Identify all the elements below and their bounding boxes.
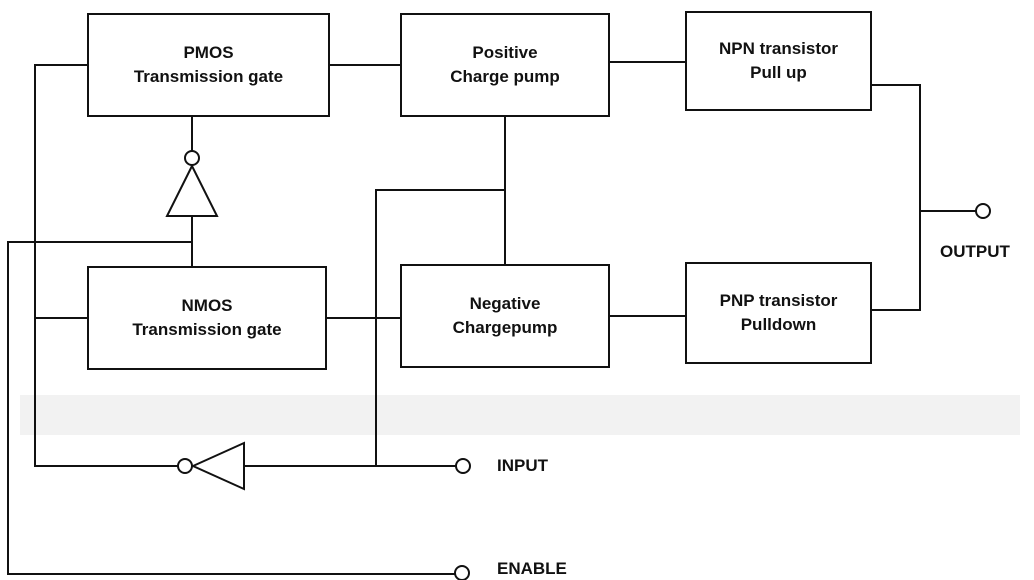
nmos-sublabel: Transmission gate (132, 320, 282, 339)
npn-pullup-block: NPN transistor Pull up (685, 11, 872, 111)
pnp-sublabel: Pulldown (740, 315, 817, 334)
inverter-triangle (165, 163, 219, 217)
positive-charge-pump-block: Positive Charge pump (400, 13, 610, 117)
pmos-label: PMOS (183, 43, 234, 62)
pnp-label: PNP transistor (719, 291, 838, 310)
nmos-transmission-gate-block: NMOS Transmission gate (87, 266, 327, 370)
input-terminal (455, 458, 471, 474)
pmos-transmission-gate-block: PMOS Transmission gate (87, 13, 330, 117)
npn-label: NPN transistor (718, 39, 839, 58)
negative-pump-sublabel: Chargepump (452, 318, 558, 337)
positive-pump-label: Positive (472, 43, 538, 62)
pmos-sublabel: Transmission gate (133, 67, 284, 86)
input-label: INPUT (497, 456, 548, 475)
negative-charge-pump-block: Negative Chargepump (400, 264, 610, 368)
enable-terminal (454, 565, 470, 580)
output-label: OUTPUT (940, 242, 1010, 261)
buffer-bubble (177, 458, 193, 474)
enable-label: ENABLE (497, 559, 567, 578)
negative-pump-label: Negative (469, 294, 541, 313)
watermark-band (20, 395, 1020, 435)
pnp-pulldown-block: PNP transistor Pulldown (685, 262, 872, 364)
output-terminal (975, 203, 991, 219)
npn-sublabel: Pull up (750, 63, 807, 82)
nmos-label: NMOS (181, 296, 233, 315)
inverter-bubble (184, 150, 200, 166)
buffer-triangle (190, 441, 245, 491)
positive-pump-sublabel: Charge pump (450, 67, 560, 86)
